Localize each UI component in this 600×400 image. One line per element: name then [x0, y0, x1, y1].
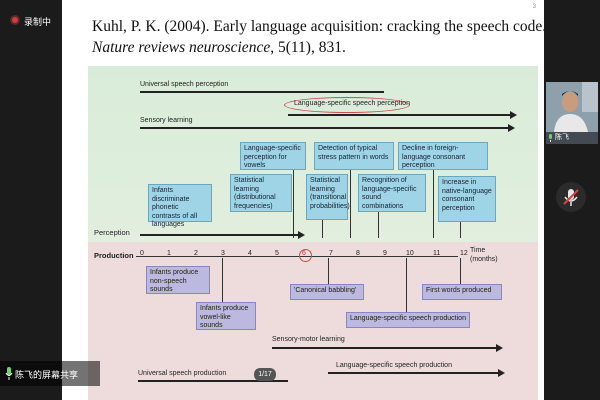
recording-label: 录制中	[24, 17, 52, 27]
tick-label: 1	[167, 250, 171, 257]
microphone-icon	[549, 134, 552, 142]
time-unit-label: (months)	[470, 256, 498, 263]
tick-label: 0	[140, 250, 144, 257]
time-label: Time	[470, 247, 486, 254]
highlight-ellipse	[284, 97, 410, 113]
pointer-line	[222, 258, 223, 302]
screen-share-label: 陈飞的屏幕共享	[0, 361, 100, 386]
arrow-head-icon	[496, 344, 503, 352]
universal-production-label: Universal speech production	[138, 370, 227, 377]
box-statistical-learning-transitional: Statistical learning (transitional proba…	[306, 174, 350, 220]
box-canonical-babbling: 'Canonical babbling'	[290, 284, 364, 300]
presentation-slide: 3 Kuhl, P. K. (2004). Early language acq…	[62, 0, 547, 400]
highlight-circle	[299, 249, 312, 262]
language-specific-perception-line	[288, 114, 512, 116]
tick-label: 11	[433, 250, 441, 257]
microphone-muted-icon	[563, 189, 579, 206]
tick-label: 3	[221, 250, 225, 257]
pointer-line	[433, 170, 434, 238]
microphone-icon	[5, 367, 13, 380]
pointer-line	[378, 212, 379, 238]
pointer-line	[460, 258, 461, 284]
participant-panel: 陈飞	[544, 0, 600, 400]
box-statistical-learning-distributional: Statistical learning (distributional fre…	[230, 174, 292, 212]
citation-line-2: Nature reviews neuroscience, 5(11), 831.	[92, 39, 346, 57]
pointer-line	[460, 222, 461, 238]
box-language-specific-vowels: Language-specific perception for vowels	[240, 142, 306, 170]
arrow-head-icon	[498, 369, 505, 377]
language-specific-perception-label: Language-specific speech perception	[294, 100, 410, 107]
box-recognition-sound-combinations: Recognition of language-specific sound c…	[358, 174, 426, 212]
box-infants-discriminate: Infants discriminate phonetic contrasts …	[148, 184, 212, 228]
tick-label: 8	[356, 250, 360, 257]
box-non-speech-sounds: Infants produce non-speech sounds	[146, 266, 210, 294]
slide-number: 3	[532, 4, 536, 10]
perception-line	[140, 234, 300, 236]
page-indicator[interactable]: 1/17	[254, 368, 276, 381]
universal-perception-line	[140, 91, 384, 93]
box-vowel-like-sounds: Infants produce vowel-like sounds	[196, 302, 256, 330]
sensory-motor-label: Sensory-motor learning	[272, 336, 345, 343]
production-label: Production	[94, 251, 134, 260]
time-axis	[136, 256, 458, 257]
language-specific-production-label: Language-specific speech production	[336, 362, 452, 369]
arrow-head-icon	[508, 124, 515, 132]
pointer-line	[322, 220, 323, 238]
sensory-learning-label: Sensory learning	[140, 117, 193, 124]
mute-microphone-button[interactable]	[556, 182, 586, 212]
screen-share-text: 陈飞的屏幕共享	[15, 370, 79, 380]
universal-production-line	[138, 380, 288, 382]
participant-name-bar: 陈飞	[546, 132, 598, 144]
recording-indicator-icon	[10, 15, 20, 25]
language-specific-production-line	[328, 372, 500, 374]
perception-label: Perception	[94, 228, 130, 237]
citation-rest: , 5(11), 831.	[270, 39, 346, 56]
pointer-line	[293, 170, 294, 238]
tick-label: 4	[248, 250, 252, 257]
tick-label: 5	[275, 250, 279, 257]
tick-label: 7	[329, 250, 333, 257]
sensory-motor-line	[272, 347, 498, 349]
universal-perception-label: Universal speech perception	[140, 81, 229, 88]
box-language-specific-production: Language-specific speech production	[346, 312, 470, 328]
pointer-line	[406, 258, 407, 312]
box-increase-native-consonant: Increase in native-language consonant pe…	[438, 176, 496, 222]
participant-avatar	[546, 82, 598, 132]
sensory-learning-line	[140, 127, 510, 129]
participant-video[interactable]: 陈飞	[546, 82, 598, 144]
box-decline-foreign-consonant: Decline in foreign-language consonant pe…	[398, 142, 488, 170]
citation-journal: Nature reviews neuroscience	[92, 39, 271, 56]
box-detection-stress: Detection of typical stress pattern in w…	[314, 142, 394, 170]
language-acquisition-figure: Universal speech perception Language-spe…	[88, 66, 538, 400]
pointer-line	[350, 170, 351, 238]
tick-label: 10	[406, 250, 414, 257]
arrow-head-icon	[298, 231, 305, 239]
pointer-line	[328, 258, 329, 284]
tick-label: 12	[460, 250, 468, 257]
tick-label: 6	[302, 250, 306, 257]
arrow-head-icon	[510, 111, 517, 119]
tick-label: 2	[194, 250, 198, 257]
citation-line-1: Kuhl, P. K. (2004). Early language acqui…	[92, 18, 547, 35]
tick-label: 9	[383, 250, 387, 257]
box-first-words: First words produced	[422, 284, 502, 300]
participant-name: 陈飞	[555, 134, 569, 141]
